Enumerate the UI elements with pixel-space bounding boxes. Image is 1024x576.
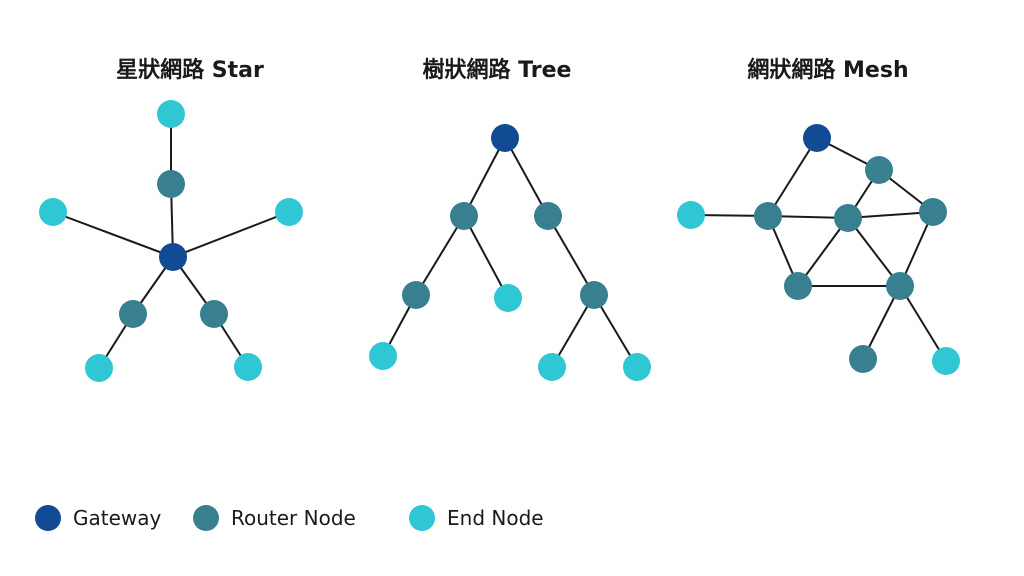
mesh-node-lowerright-router — [886, 272, 914, 300]
star-node-lowerleft-end — [85, 354, 113, 382]
star-node-center-gateway — [159, 243, 187, 271]
star-node-lowerright-end — [234, 353, 262, 381]
tree-edge-l2-right-router-l3-right-router — [547, 215, 595, 296]
tree-node-l3-right-router — [580, 281, 608, 309]
mesh-diagram-title: 網狀網路 Mesh — [747, 58, 909, 83]
mesh-diagram — [677, 124, 960, 375]
star-node-top-router — [157, 170, 185, 198]
tree-edge-root-gateway-l2-left-router — [463, 137, 506, 217]
tree-node-l3-left-router — [402, 281, 430, 309]
mesh-edge-mid-router-lowerright-router — [847, 217, 901, 287]
mesh-edge-lowerright-router-bottom-end — [899, 285, 947, 362]
tree-node-l3-mid-end — [494, 284, 522, 312]
tree-edge-root-gateway-l2-right-router — [504, 137, 549, 217]
mesh-edge-mid-router-right-router — [847, 211, 934, 219]
tree-node-l4-mid-end — [538, 353, 566, 381]
legend-item-end-node: End Node — [409, 505, 544, 531]
legend-label-end-node: End Node — [447, 506, 544, 530]
mesh-node-lowerleft-router — [784, 272, 812, 300]
legend-label-gateway: Gateway — [73, 506, 162, 530]
tree-node-l4-right-end — [623, 353, 651, 381]
mesh-node-bottom-router — [849, 345, 877, 373]
mesh-node-left-end — [677, 201, 705, 229]
end-node-dot-icon — [409, 505, 435, 531]
legend-item-gateway: Gateway — [35, 505, 161, 531]
tree-diagram — [369, 124, 651, 381]
router-node-dot-icon — [193, 505, 219, 531]
legend-label-router-node: Router Node — [231, 506, 356, 530]
mesh-edge-gateway-left-router — [767, 137, 818, 217]
mesh-node-right-router — [919, 198, 947, 226]
star-node-lowerleft-router — [119, 300, 147, 328]
mesh-edge-mid-router-lowerleft-router — [797, 217, 849, 287]
tree-edge-l2-left-router-l3-mid-end — [463, 215, 509, 299]
star-edge-center-gateway-right-end — [172, 211, 290, 258]
tree-edge-l2-left-router-l3-left-router — [415, 215, 465, 296]
star-diagram — [39, 100, 303, 382]
legend-item-router-node: Router Node — [193, 505, 356, 531]
tree-node-l2-left-router — [450, 202, 478, 230]
tree-node-root-gateway — [491, 124, 519, 152]
star-node-left-end — [39, 198, 67, 226]
tree-node-l4-left-end — [369, 342, 397, 370]
mesh-node-gateway — [803, 124, 831, 152]
star-diagram-title: 星狀網路 Star — [116, 58, 264, 83]
star-node-top-end — [157, 100, 185, 128]
tree-node-l2-right-router — [534, 202, 562, 230]
star-node-right-end — [275, 198, 303, 226]
gateway-dot-icon — [35, 505, 61, 531]
star-edge-center-gateway-left-end — [52, 211, 174, 258]
mesh-node-bottom-end — [932, 347, 960, 375]
mesh-node-mid-router — [834, 204, 862, 232]
mesh-node-top-router — [865, 156, 893, 184]
star-node-lowerright-router — [200, 300, 228, 328]
tree-diagram-title: 樹狀網路 Tree — [422, 58, 572, 83]
mesh-node-left-router — [754, 202, 782, 230]
